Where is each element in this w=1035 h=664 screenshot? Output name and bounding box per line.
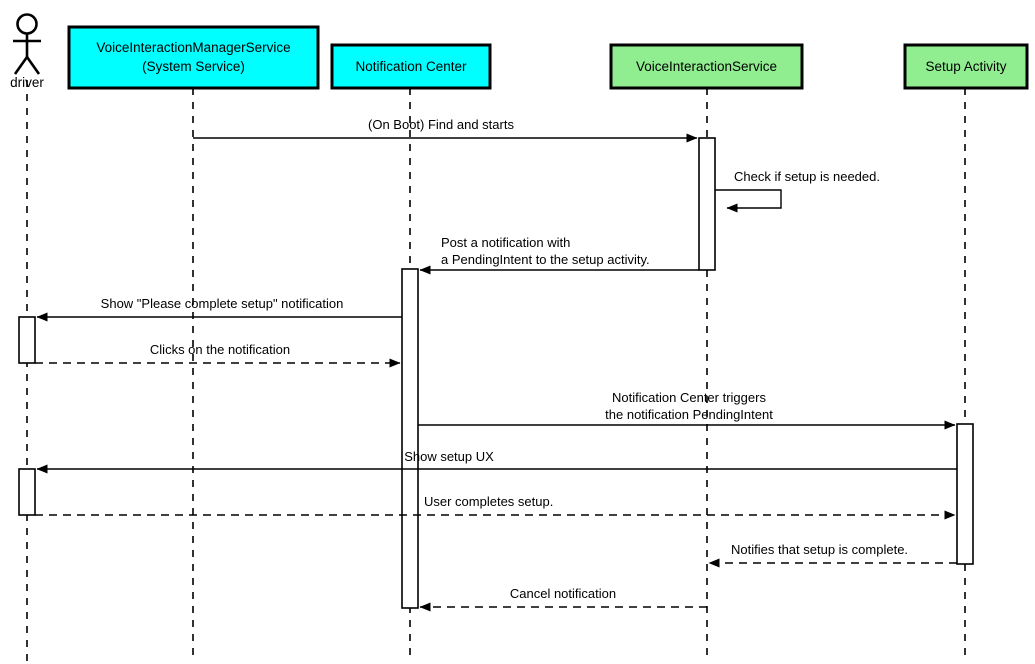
message-label-m8: User completes setup. bbox=[424, 494, 553, 509]
activation-bar-vis bbox=[698, 137, 716, 271]
message-m10: Cancel notification bbox=[419, 586, 707, 612]
message-label-m6-line2: the notification PendingIntent bbox=[605, 407, 773, 422]
message-label-m9: Notifies that setup is complete. bbox=[731, 542, 908, 557]
message-label-m7: Show setup UX bbox=[404, 449, 494, 464]
participant-box-vims: VoiceInteractionManagerService (System Se… bbox=[67, 25, 320, 90]
participant-label-setup_activity: Setup Activity bbox=[925, 59, 1006, 74]
message-m6: Notification Center triggers the notifica… bbox=[418, 390, 956, 430]
activation-bar-driver bbox=[18, 316, 36, 364]
lifelines-layer bbox=[26, 80, 966, 662]
participant-box-notification_center: Notification Center bbox=[330, 43, 492, 90]
activation-bar-driver bbox=[18, 468, 36, 516]
actor-label-driver: driver bbox=[10, 75, 44, 90]
activation-bar-notification_center bbox=[401, 268, 419, 609]
message-m4: Show "Please complete setup" notificatio… bbox=[36, 296, 402, 322]
message-m1: (On Boot) Find and starts bbox=[193, 117, 698, 143]
message-m7: Show setup UX bbox=[36, 449, 957, 474]
message-m8: User completes setup. bbox=[35, 494, 956, 520]
participant-label-notification_center: Notification Center bbox=[355, 59, 467, 74]
participant-label-vims-line1: VoiceInteractionManagerService bbox=[96, 40, 290, 55]
message-label-m4: Show "Please complete setup" notificatio… bbox=[101, 296, 344, 311]
participant-label-vims-line2: (System Service) bbox=[142, 59, 245, 74]
message-label-m10: Cancel notification bbox=[510, 586, 616, 601]
message-label-m5: Clicks on the notification bbox=[150, 342, 290, 357]
message-label-m2: Check if setup is needed. bbox=[734, 169, 880, 184]
message-label-m1: (On Boot) Find and starts bbox=[368, 117, 514, 132]
participant-box-setup_activity: Setup Activity bbox=[903, 43, 1029, 90]
activations-layer bbox=[18, 137, 974, 609]
message-label-m3-line2: a PendingIntent to the setup activity. bbox=[441, 252, 650, 267]
message-label-m3-line1: Post a notification with bbox=[441, 235, 570, 250]
message-m2: Check if setup is needed. bbox=[715, 169, 880, 213]
message-line-m2 bbox=[715, 189, 782, 213]
message-m5: Clicks on the notification bbox=[35, 342, 401, 368]
message-m9: Notifies that setup is complete. bbox=[708, 542, 957, 568]
participant-box-vis: VoiceInteractionService bbox=[609, 43, 804, 90]
participant-label-vis: VoiceInteractionService bbox=[636, 59, 777, 74]
activation-bar-setup_activity bbox=[956, 423, 974, 565]
actor-driver: driver bbox=[10, 13, 44, 90]
message-m3: Post a notification with a PendingIntent … bbox=[419, 235, 699, 275]
participant-headers-layer: driver VoiceInteractionManagerService (Sys… bbox=[10, 13, 1029, 90]
message-label-m6-line1: Notification Center triggers bbox=[612, 390, 766, 405]
